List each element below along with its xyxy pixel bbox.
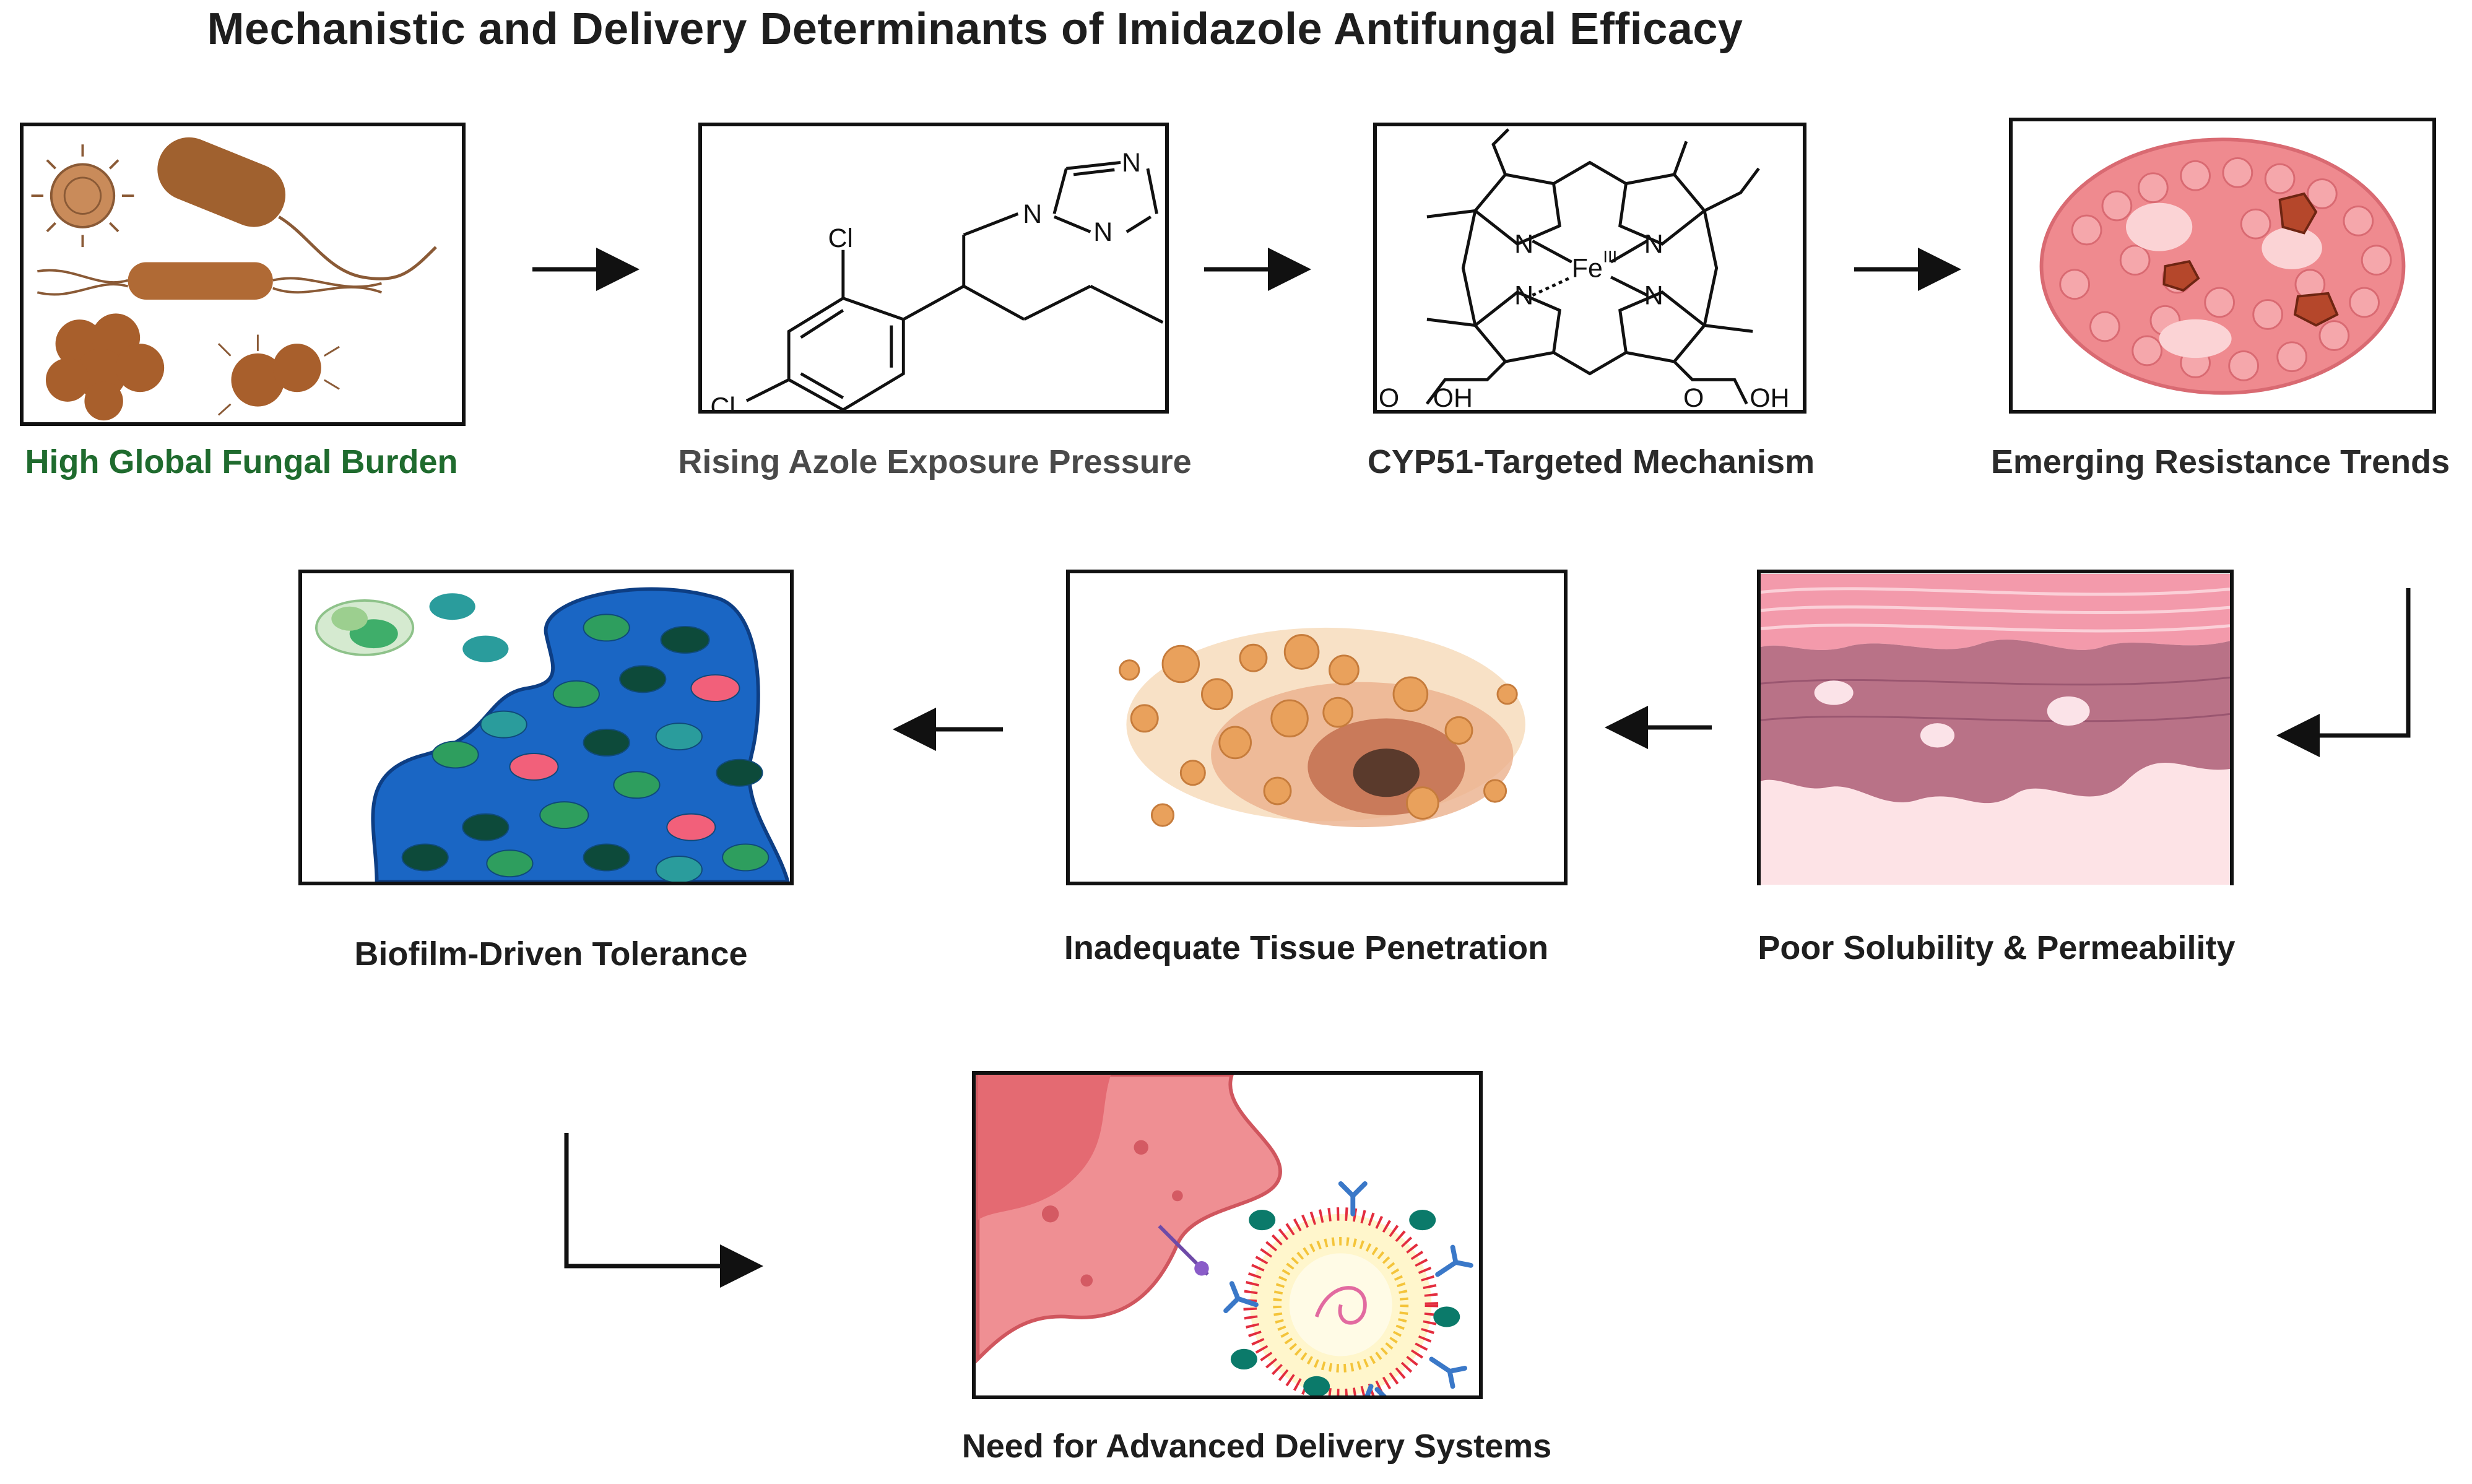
bacillus-icon — [157, 137, 437, 280]
panel-tissue-penetration — [1066, 570, 1568, 885]
panel-pathogens — [20, 123, 466, 426]
iron-label: Fe — [1572, 254, 1603, 284]
arrow-4-to-5 — [2276, 588, 2411, 757]
panel-skin-layers — [1757, 570, 2234, 885]
diplococcus-icon — [217, 334, 340, 416]
panel-azole-structure: Cl Cl N N N — [698, 123, 1169, 414]
chlorine-label-bottom: Cl — [710, 393, 735, 410]
step-label-5: Poor Solubility & Permeability — [1758, 929, 2236, 966]
step-label-2: Rising Azole Exposure Pressure — [678, 443, 1192, 480]
heme-n-bottomleft: N — [1514, 280, 1533, 310]
skin-layers-illustration — [1761, 573, 2230, 885]
tissue-penetration-illustration — [1119, 627, 1525, 828]
heme-n-topleft: N — [1514, 230, 1533, 259]
azole-structure-drawing: Cl Cl N N N — [710, 148, 1164, 410]
carboxyl-o-right: O — [1683, 383, 1704, 410]
pathogens-illustration — [31, 137, 437, 421]
triazole-n4-label: N — [1122, 148, 1141, 178]
heme-structure-drawing: N N N N Fe III O OH O OH — [1379, 128, 1790, 410]
step-label-4: Emerging Resistance Trends — [1990, 443, 2450, 480]
arrow-7-to-8 — [564, 1133, 763, 1288]
biofilm-illustration — [314, 587, 790, 882]
resistance-cells-illustration — [2039, 137, 2406, 395]
panel-biofilm — [298, 570, 794, 885]
step-label-1: High Global Fungal Burden — [25, 443, 458, 480]
rod-bacterium-icon — [37, 262, 383, 300]
diagram-title: Mechanistic and Delivery Determinants of… — [207, 4, 1743, 54]
panel-heme-structure: N N N N Fe III O OH O OH — [1373, 123, 1806, 414]
iron-oxidation-state: III — [1603, 246, 1617, 266]
carboxyl-o-left: O — [1379, 383, 1399, 410]
nanocarrier-illustration — [976, 1075, 1473, 1395]
cocci-cluster-icon — [45, 313, 165, 421]
step-label-3: CYP51-Targeted Mechanism — [1367, 443, 1815, 480]
heme-n-bottomright: N — [1644, 280, 1663, 310]
panel-resistance-cells — [2009, 118, 2436, 414]
carboxyl-oh-left: OH — [1433, 383, 1473, 410]
triazole-n1-label: N — [1023, 199, 1042, 229]
carboxyl-oh-right: OH — [1750, 383, 1789, 410]
virus-icon — [31, 144, 134, 248]
panel-nanocarrier-delivery — [972, 1071, 1483, 1399]
step-label-8: Need for Advanced Delivery Systems — [961, 1428, 1552, 1465]
step-label-7: Biofilm-Driven Tolerance — [354, 935, 748, 973]
triazole-n2-label: N — [1093, 217, 1112, 247]
chlorine-label-top: Cl — [828, 223, 852, 253]
heme-n-topright: N — [1644, 230, 1663, 259]
step-label-6: Inadequate Tissue Penetration — [1064, 929, 1549, 966]
